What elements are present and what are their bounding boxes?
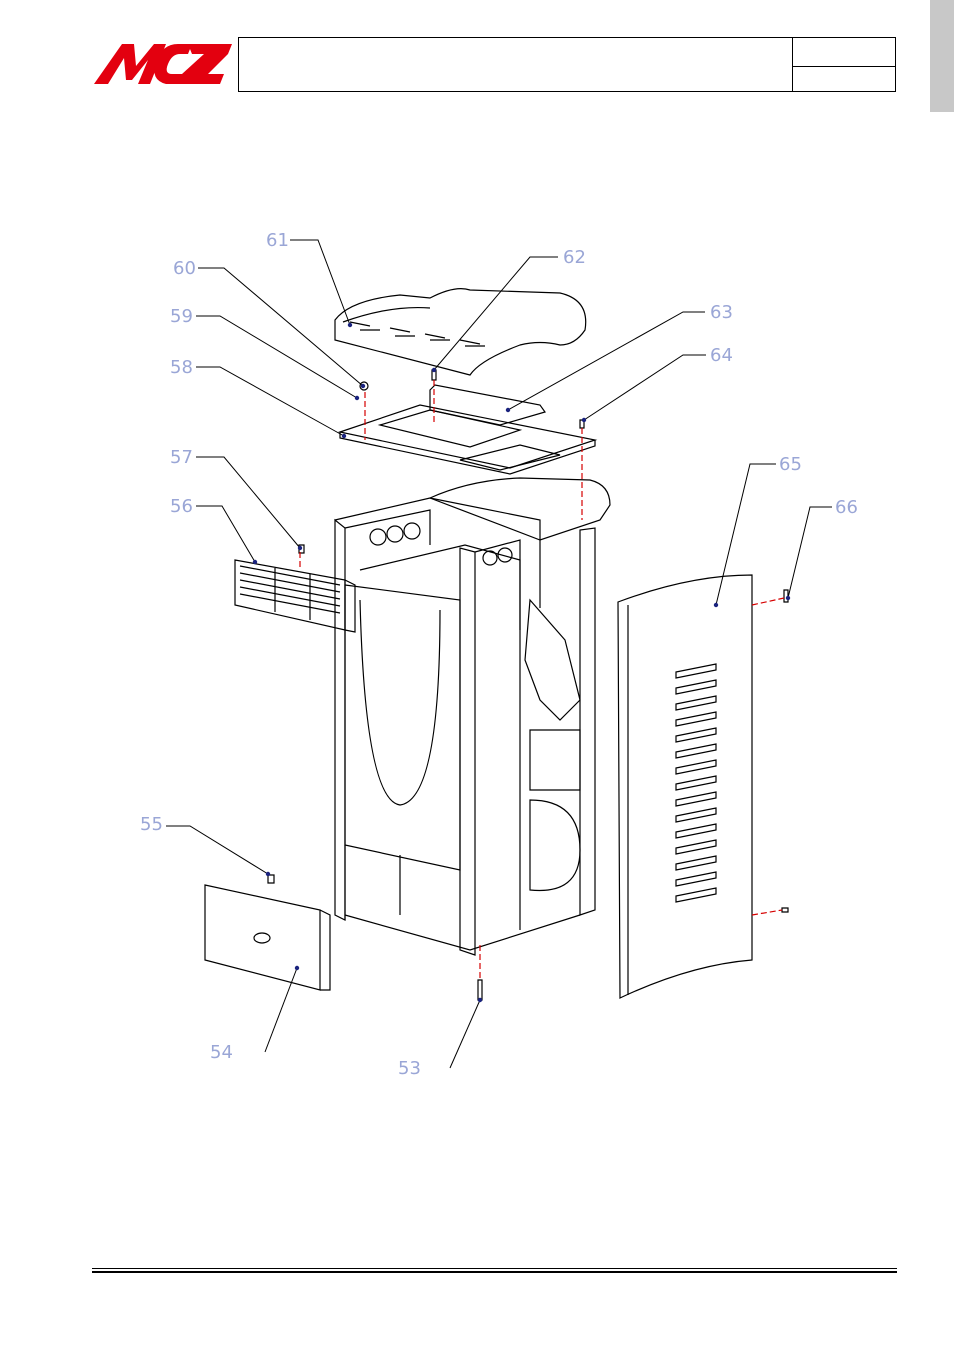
fasteners — [267, 369, 789, 1001]
washer — [359, 381, 369, 391]
part-label-63: 63 — [710, 302, 733, 323]
part-label-65: 65 — [779, 454, 802, 475]
part-label-61: 61 — [266, 230, 289, 251]
leader-lines — [166, 239, 832, 1069]
side-panel — [617, 574, 753, 999]
stove-drawing — [204, 288, 789, 1001]
part-label-64: 64 — [710, 345, 733, 366]
part-label-59: 59 — [170, 306, 193, 327]
logo-letters — [94, 44, 232, 84]
part-label-57: 57 — [170, 447, 193, 468]
part-number-labels: 53 54 55 56 57 58 59 60 61 62 63 64 65 6… — [140, 230, 858, 1079]
bracket — [429, 384, 546, 426]
body-front-post — [459, 547, 476, 956]
header-code-block — [792, 38, 895, 91]
header-title-block — [238, 37, 896, 92]
part-label-66: 66 — [835, 497, 858, 518]
part-label-54: 54 — [210, 1042, 233, 1063]
header-divider — [793, 66, 895, 67]
part-label-55: 55 — [140, 814, 163, 835]
footer-rule-thick — [92, 1271, 897, 1273]
part-label-62: 62 — [563, 247, 586, 268]
lower-front-panel — [204, 884, 321, 991]
leader-dots — [252, 322, 791, 1003]
part-label-56: 56 — [170, 496, 193, 517]
part-label-60: 60 — [173, 258, 196, 279]
body-rear-post — [579, 527, 596, 916]
body-top — [428, 477, 611, 541]
assembly-axis-lines — [299, 380, 785, 978]
footer-rule-thin — [92, 1268, 897, 1269]
front-grille — [234, 559, 346, 631]
part-label-58: 58 — [170, 357, 193, 378]
door-glass — [359, 599, 441, 806]
page-side-tab — [930, 0, 954, 112]
door-panel — [344, 584, 461, 871]
top-cover — [334, 288, 587, 376]
mcz-logo — [92, 40, 234, 86]
part-label-53: 53 — [398, 1058, 421, 1079]
